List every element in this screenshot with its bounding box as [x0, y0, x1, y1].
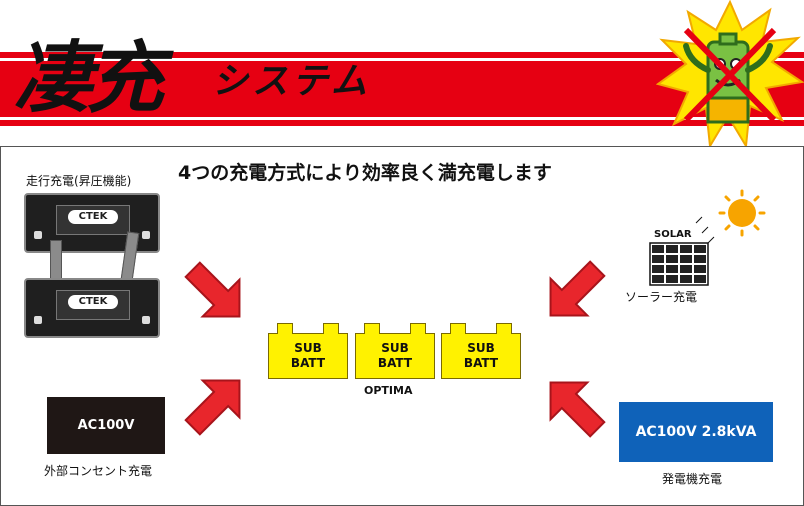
ctek-unit-top: CTEK [24, 193, 160, 253]
battery-line1: SUB [294, 341, 322, 355]
sun-icon [718, 189, 766, 237]
battery-line2: BATT [377, 356, 413, 370]
alternator-label: 走行充電(昇圧機能) [26, 174, 132, 188]
arrow-icon [549, 381, 606, 438]
battery-terminal [364, 323, 380, 334]
battery-line1: SUB [381, 341, 409, 355]
solar-panel-icon: SOLAR [649, 189, 766, 286]
battery-line2: BATT [463, 356, 499, 370]
battery-terminal [277, 323, 293, 334]
battery-terminal [450, 323, 466, 334]
headline: 4つの充電方式により効率良く満充電します [178, 162, 552, 184]
battery-terminal [410, 323, 426, 334]
sunbeam-arrows [695, 216, 715, 244]
solar-panel-text: SOLAR [654, 229, 692, 240]
battery-line1: SUB [467, 341, 495, 355]
solar-grid [649, 242, 709, 286]
ctek-brand: CTEK [68, 210, 118, 224]
port-icon [142, 316, 150, 324]
port-icon [142, 231, 150, 239]
battery-terminal [323, 323, 339, 334]
battery-terminal [496, 323, 512, 334]
ctek-unit-bottom: CTEK [24, 278, 160, 338]
port-icon [34, 231, 42, 239]
solar-label: ソーラー充電 [625, 290, 698, 304]
banner-title: 凄充 [14, 33, 164, 124]
shore-power-box: AC100V [47, 397, 165, 454]
arrow-icon [184, 261, 241, 318]
shore-power-label: 外部コンセント充電 [44, 464, 153, 478]
port-icon [34, 316, 42, 324]
generator-box: AC100V 2.8kVA [619, 402, 773, 462]
generator-label: 発電機充電 [662, 472, 723, 486]
ctek-brand: CTEK [68, 295, 118, 309]
battery-mascot-icon [656, 0, 804, 150]
header-banner [0, 52, 804, 126]
arrow-icon [184, 379, 241, 436]
arrow-icon [549, 260, 606, 317]
battery-line2: BATT [290, 356, 326, 370]
banner-subtitle: システム [212, 61, 371, 102]
battery-brand-label: OPTIMA [364, 384, 413, 397]
